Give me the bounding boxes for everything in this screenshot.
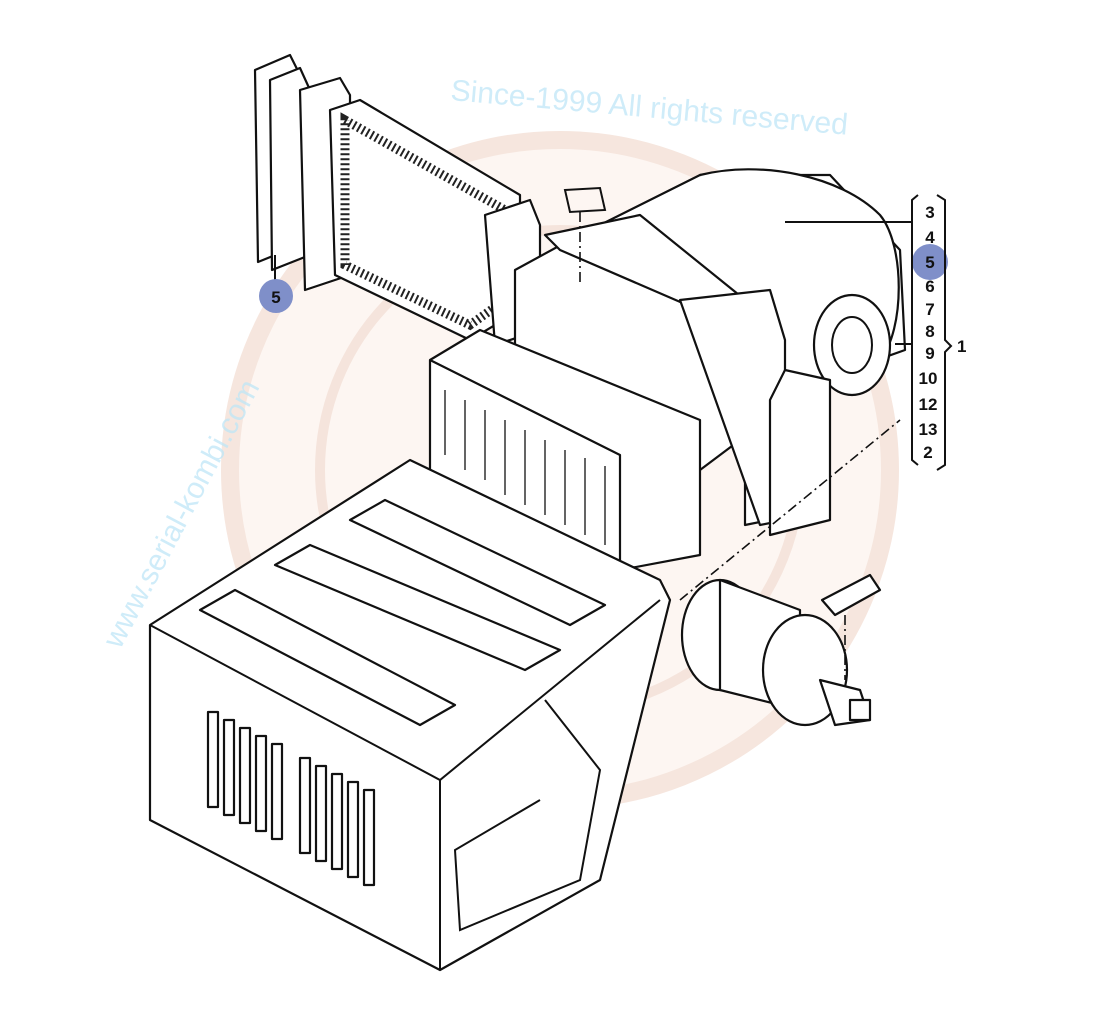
- callout-item[interactable]: 9: [925, 344, 934, 363]
- callout-item[interactable]: 2: [923, 443, 932, 462]
- callout-left[interactable]: 5: [259, 279, 293, 313]
- heater-core: [253, 53, 542, 347]
- group-label: 1: [957, 337, 966, 356]
- callout-item[interactable]: 5: [925, 253, 934, 272]
- watermark-notice: Since-1999 All rights reserved: [449, 74, 849, 142]
- blower-motor: [679, 419, 901, 727]
- callout-highlight: [259, 279, 293, 313]
- callout-item[interactable]: 6: [925, 277, 934, 296]
- callout-item[interactable]: 10: [919, 369, 938, 388]
- callout-item[interactable]: 8: [925, 322, 934, 341]
- callout-highlight: [912, 244, 948, 280]
- heater-housing: [428, 168, 907, 572]
- callout-item[interactable]: 12: [919, 395, 938, 414]
- callout-list: 3 4 5 6 7 8 9 10 12 13 2 1: [785, 194, 966, 471]
- lower-cover: [148, 458, 672, 972]
- callout-item[interactable]: 3: [925, 203, 934, 222]
- callout-item[interactable]: 7: [925, 300, 934, 319]
- callout-item[interactable]: 4: [925, 228, 935, 247]
- callout-item[interactable]: 13: [919, 420, 938, 439]
- callout-number: 5: [271, 288, 280, 307]
